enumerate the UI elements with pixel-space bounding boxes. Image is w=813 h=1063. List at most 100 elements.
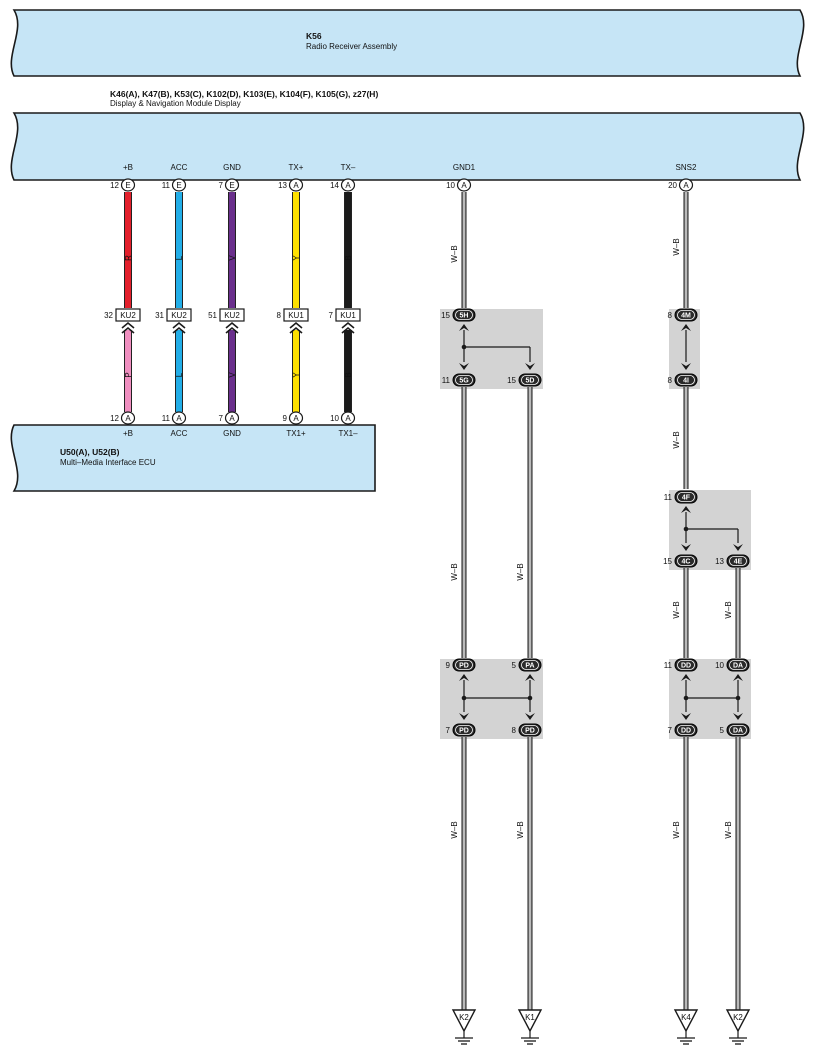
gnd1-j2-in2-shell (518, 658, 542, 672)
sns2-j3-node-left (683, 695, 689, 701)
inline-connector-3-box (283, 308, 309, 322)
mmi-terminal-4: TX1– (338, 429, 358, 438)
wire-gnd1-right-bottom-code: W–B (516, 821, 525, 838)
display-pin-gnd1-shell (456, 178, 472, 192)
wire-4-upper-code: B (344, 255, 353, 260)
sns2-j3-in1-ring (677, 660, 695, 670)
sns2-j3-in1-arrow (681, 674, 691, 681)
sns2-j1-in-label: 4M (681, 313, 691, 320)
inline-connector-3-chevron-1 (289, 321, 303, 329)
display-pin-1-letter: E (176, 181, 181, 190)
sns2-j3-out2-label: DA (733, 728, 743, 735)
display-panel (10, 112, 805, 181)
display-terminal-gnd1: GND1 (453, 163, 476, 172)
mmi-pin-4-letter: A (345, 414, 351, 423)
inline-connector-2-pin: 51 (208, 311, 217, 320)
sns2-j3-node-right (735, 695, 741, 701)
wire-gnd1-right-mid-code: W–B (516, 563, 525, 580)
gnd1-j1-out1-pin: 11 (442, 376, 451, 385)
sns2-j3-out2-shell (726, 723, 750, 737)
gnd1-j1-out2-arrow (525, 363, 535, 370)
sns2-j3-out1-arrow (681, 713, 691, 720)
display-pin-gnd1-pin: 10 (446, 181, 455, 190)
gnd1-j2-in2-arrow (525, 674, 535, 681)
sns2-j2-out2-label: 4E (734, 559, 743, 566)
sns2-j2-in-shell (674, 490, 698, 504)
gnd1-j2-in1-arrow (459, 674, 469, 681)
inline-connector-0-box (115, 308, 141, 322)
gnd1-j2-out2-pin: 8 (512, 726, 517, 735)
sns2-j1-out-pin: 8 (668, 376, 673, 385)
mmi-terminal-2: GND (223, 429, 241, 438)
display-terminal-sns2: SNS2 (676, 163, 697, 172)
ground-gnd1-left-label: K2 (459, 1013, 469, 1022)
gnd1-j2-in2-pin: 5 (512, 661, 517, 670)
sns2-j1-in-shell (674, 308, 698, 322)
gnd1-j1-in-shell (452, 308, 476, 322)
display-code: K46(A), K47(B), K53(C), K102(D), K103(E)… (110, 89, 378, 99)
gnd1-j2-in2-label: PA (525, 663, 534, 670)
sns2-j3-in2-label: DA (733, 663, 743, 670)
display-pin-0-pin: 12 (110, 181, 119, 190)
inline-connector-2-chevron-2 (225, 326, 239, 334)
junction-blocks (440, 309, 751, 739)
gnd1-j1-out1-label: 5G (459, 378, 469, 385)
radio-code: K56 (306, 31, 322, 41)
gnd1-j2-out1-ring (455, 725, 473, 735)
mmi-pin-3-shell (288, 411, 304, 425)
mmi-pin-2-letter: A (229, 414, 235, 423)
display-pin-1-pin: 11 (162, 181, 171, 190)
inline-connector-3-pin: 8 (277, 311, 282, 320)
wire-gnd1-left-bottom-code: W–B (450, 821, 459, 838)
display-pin-gnd1-letter: A (461, 181, 467, 190)
mmi-pin-1-shell (171, 411, 187, 425)
mmi-panel (10, 424, 376, 492)
gnd1-j2-out1-label: PD (459, 728, 469, 735)
gnd1-j1-out2-shell (518, 373, 542, 387)
gnd1-j1-in-ring (455, 310, 473, 320)
sns2-j3-in1-label: DD (681, 663, 691, 670)
gnd1-j2-out1-pin: 7 (446, 726, 451, 735)
gnd1-j2-in1-pin: 9 (446, 661, 451, 670)
mmi-terminal-1: ACC (171, 429, 188, 438)
ground-sns2-right-triangle (725, 1009, 751, 1033)
gnd1-j1-out2-ring (521, 375, 539, 385)
gnd1-j2-out1-shell (452, 723, 476, 737)
sns2-j2-out2-ring (729, 556, 747, 566)
sns2-j1-in-ring (677, 310, 695, 320)
inline-connector-4-pin: 7 (329, 311, 334, 320)
sns2-j2-out1-shell (674, 554, 698, 568)
sns2-j3-out1-shell (674, 723, 698, 737)
gnd1-j2-out2-ring (521, 725, 539, 735)
gnd1-j2-out2-label: PD (525, 728, 535, 735)
ground-sns2-left-triangle (673, 1009, 699, 1033)
sns2-j1-out-arrow (681, 363, 691, 370)
display-pin-sns2-letter: A (683, 181, 689, 190)
wire-sns2-trunk-code: W–B (672, 238, 681, 255)
sns2-j3-out2-pin: 5 (720, 726, 725, 735)
inline-connector-3-chevron-2 (289, 326, 303, 334)
wire-4-lower-code: B (344, 372, 353, 377)
wire-3-upper-code: Y (292, 255, 301, 261)
sns2-j2-in-pin: 11 (664, 493, 673, 502)
display-pin-3-shell (288, 178, 304, 192)
sns2-j1-out-shell (674, 373, 698, 387)
sns2-j2-in-label: 4F (682, 495, 691, 502)
sns2-j3-out1-label: DD (681, 728, 691, 735)
display-terminal-2: GND (223, 163, 241, 172)
gnd1-j1-in-label: 5H (460, 313, 469, 320)
mmi-terminal-0: +B (123, 429, 133, 438)
gnd1-j2-in1-ring (455, 660, 473, 670)
sns2-j2-out2-shell (726, 554, 750, 568)
ground-gnd1-right-label: K1 (525, 1013, 535, 1022)
mmi-pin-2-shell (224, 411, 240, 425)
wire-1-lower-code: L (175, 372, 184, 377)
wire-sns2-right-mid-code: W–B (724, 601, 733, 618)
inline-connector-4-chevron-1 (341, 321, 355, 329)
sns2-j1-in-arrow (681, 324, 691, 331)
component-panels (10, 9, 805, 492)
display-pin-4-shell (340, 178, 356, 192)
inline-connector-1-box (166, 308, 192, 322)
sns2-j3-in1-shell (674, 658, 698, 672)
display-terminal-3: TX+ (289, 163, 304, 172)
